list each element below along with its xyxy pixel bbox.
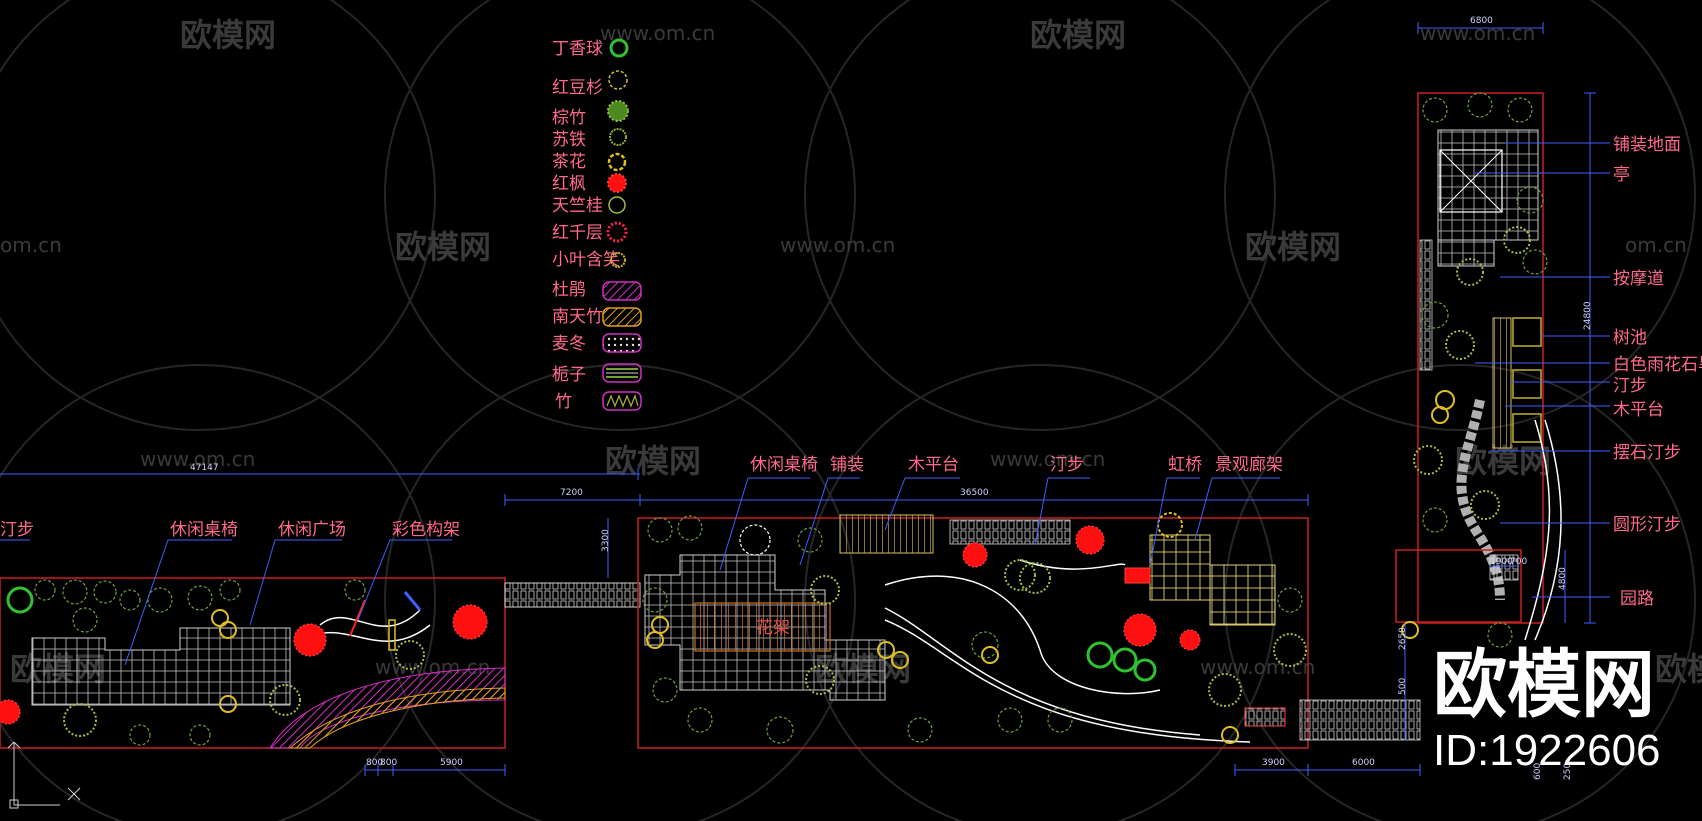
label-right: 木平台 bbox=[1613, 400, 1664, 420]
svg-text:欧模网: 欧模网 bbox=[395, 228, 491, 266]
label-right: 亭 bbox=[1613, 165, 1630, 185]
dim-left-c: 5900 bbox=[440, 758, 463, 768]
plant-legend: 丁香球 红豆杉 棕竹 苏铁 茶花 红枫 天竺桂 红千层 小叶含笑 杜鹃 南天竹 … bbox=[552, 38, 642, 412]
bridge-steps bbox=[504, 582, 641, 608]
yellow-flower-symbol bbox=[607, 152, 627, 172]
planting-middle bbox=[642, 512, 1307, 744]
label-middle: 木平台 bbox=[908, 455, 959, 475]
svg-text:欧模网: 欧模网 bbox=[1030, 16, 1126, 54]
svg-text:欧模网: 欧模网 bbox=[180, 16, 276, 54]
label-right: 汀步 bbox=[1613, 376, 1647, 396]
svg-text:欧模网: 欧模网 bbox=[1655, 650, 1702, 688]
label-right: 摆石汀步 bbox=[1613, 443, 1681, 463]
label-left: 汀步 bbox=[0, 520, 34, 540]
label-flower-rack: 花架 bbox=[756, 618, 790, 638]
planting-left bbox=[0, 579, 488, 746]
striped-symbol bbox=[602, 363, 642, 383]
middle-section bbox=[637, 514, 1421, 749]
label-right: 园路 bbox=[1620, 589, 1654, 609]
dim-bridge-w: 3300 bbox=[601, 529, 611, 552]
dim-right-small: 1900 bbox=[1490, 557, 1513, 567]
label-left: 彩色构架 bbox=[392, 520, 460, 540]
plan-labels: 汀步 休闲桌椅 休闲广场 彩色构架 休闲桌椅 铺装 木平台 汀步 虹桥 景观廊架… bbox=[0, 135, 1702, 638]
dim-right-h: 24800 bbox=[1583, 301, 1593, 330]
stamp-id: ID:1922606 bbox=[1433, 726, 1661, 775]
legend-label: 红枫 bbox=[552, 174, 586, 194]
label-right: 铺装地面 bbox=[1613, 135, 1681, 155]
label-right: 树池 bbox=[1613, 328, 1647, 348]
legend-label: 小叶含笑 bbox=[552, 250, 620, 270]
dim-right-small-b: 700 bbox=[1510, 557, 1527, 567]
svg-text:www.om.cn: www.om.cn bbox=[990, 447, 1105, 471]
dim-vert-d: 600 bbox=[1533, 763, 1543, 780]
label-middle: 铺装 bbox=[830, 455, 864, 475]
svg-text:www.om.cn: www.om.cn bbox=[780, 233, 895, 257]
legend-label: 棕竹 bbox=[552, 108, 586, 128]
legend-label: 丁香球 bbox=[552, 39, 603, 59]
dim-left-b: 800 bbox=[380, 758, 397, 768]
ucs-axis-icon bbox=[7, 741, 81, 809]
magenta-hatch-symbol bbox=[602, 281, 642, 301]
planting-right bbox=[1401, 92, 1548, 648]
dim-bottom-a: 3900 bbox=[1262, 758, 1285, 768]
label-right: 白色雨花石旱溪 bbox=[1613, 355, 1702, 375]
svg-text:www.om.cn: www.om.cn bbox=[140, 447, 255, 471]
legend-label: 竹 bbox=[555, 392, 572, 412]
watermark-texts: 欧模网 www.om.cn 欧模网 www.om.cn om.cn 欧模网 ww… bbox=[0, 16, 1702, 688]
svg-text:欧模网: 欧模网 bbox=[1245, 228, 1341, 266]
legend-label: 麦冬 bbox=[552, 334, 586, 354]
legend-label: 茶花 bbox=[552, 152, 586, 172]
svg-text:www.om.cn: www.om.cn bbox=[1200, 655, 1315, 679]
orange-hatch-symbol bbox=[602, 307, 642, 327]
dim-bottom-b: 6000 bbox=[1352, 758, 1375, 768]
stamp-brand: 欧模网 bbox=[1433, 643, 1655, 726]
legend-label: 红千层 bbox=[552, 223, 603, 243]
label-middle: 景观廊架 bbox=[1215, 455, 1283, 475]
dimension-lines bbox=[364, 22, 1596, 776]
legend-label: 红豆杉 bbox=[552, 78, 603, 98]
dim-vert-b: 500 bbox=[1398, 678, 1408, 695]
yellow-dot-symbol bbox=[610, 252, 626, 268]
dim-vert-c: 250 bbox=[1563, 763, 1573, 780]
svg-text:www.om.cn: www.om.cn bbox=[1420, 21, 1535, 45]
left-section bbox=[0, 577, 506, 749]
dotted-symbol bbox=[602, 333, 642, 353]
legend-label: 天竺桂 bbox=[552, 196, 603, 216]
label-right: 圆形汀步 bbox=[1613, 515, 1681, 535]
dim-bridge-len: 7200 bbox=[560, 488, 583, 498]
label-middle: 休闲桌椅 bbox=[750, 455, 818, 475]
label-middle: 虹桥 bbox=[1168, 455, 1202, 475]
dim-right-seg: 4800 bbox=[1558, 567, 1568, 590]
green-wheel-symbol bbox=[608, 196, 626, 214]
green-ring-symbol bbox=[609, 38, 629, 58]
green-spiky-symbol bbox=[607, 100, 629, 122]
label-left: 休闲广场 bbox=[278, 520, 346, 540]
dimension-texts: 7200 3300 36500 800 800 5900 3900 6000 6… bbox=[366, 16, 1593, 780]
dim-middle-len: 36500 bbox=[960, 488, 989, 498]
label-right: 按摩道 bbox=[1613, 269, 1664, 289]
overall-dimension bbox=[0, 468, 640, 480]
label-middle: 汀步 bbox=[1050, 455, 1084, 475]
dim-left-a: 800 bbox=[366, 758, 383, 768]
dim-right-w: 6800 bbox=[1470, 16, 1493, 26]
legend-label: 南天竹 bbox=[552, 307, 603, 327]
leader-lines bbox=[0, 142, 1610, 666]
green-star-symbol bbox=[609, 128, 627, 146]
yellow-spiky-symbol bbox=[608, 70, 628, 90]
dim-vert-a: 2650 bbox=[1398, 627, 1408, 650]
zigzag-symbol bbox=[602, 391, 642, 411]
legend-label: 杜鹃 bbox=[552, 280, 586, 300]
red-star-symbol bbox=[607, 173, 627, 193]
dim-overall: 47147 bbox=[190, 463, 219, 473]
svg-text:om.cn: om.cn bbox=[1625, 233, 1687, 257]
label-left: 休闲桌椅 bbox=[170, 520, 238, 540]
legend-label: 苏铁 bbox=[552, 130, 586, 150]
red-burst-symbol bbox=[606, 221, 628, 243]
svg-text:om.cn: om.cn bbox=[0, 233, 62, 257]
legend-label: 栀子 bbox=[552, 365, 586, 385]
